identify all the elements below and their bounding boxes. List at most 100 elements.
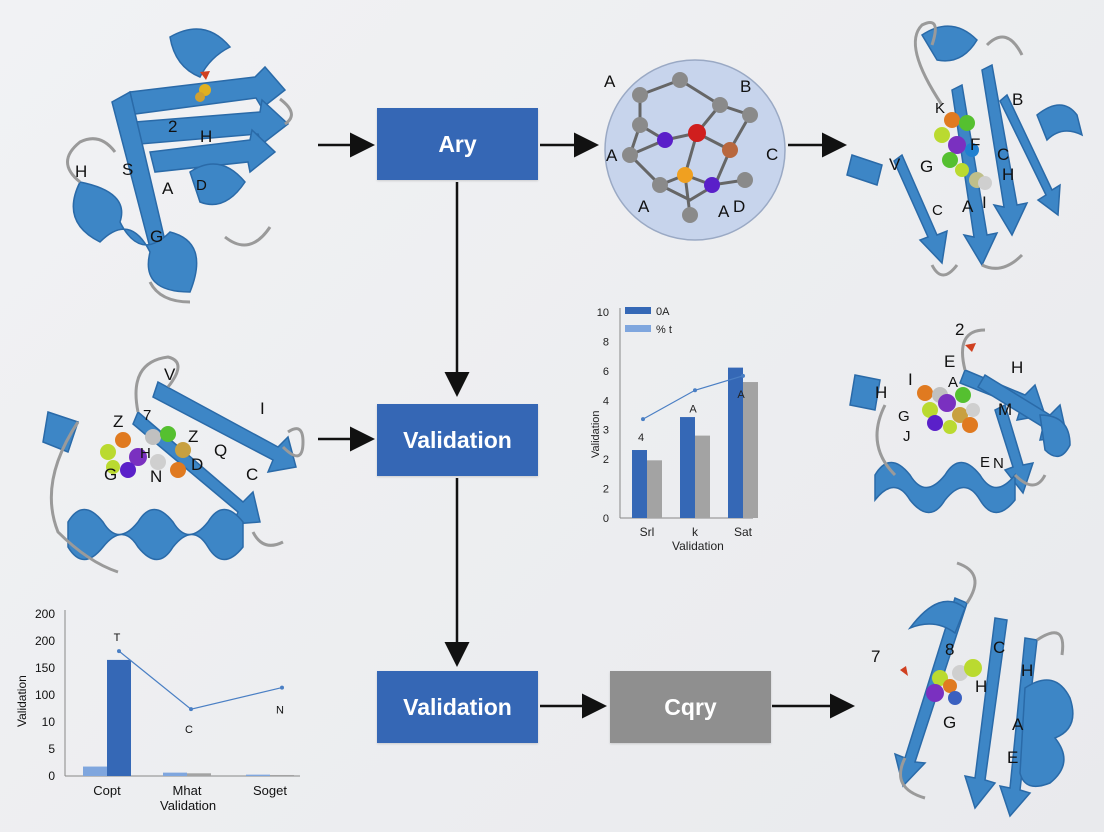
chart2-line [118,650,283,710]
p1-label-2: 2 [168,117,177,136]
p5-label-7: 7 [871,647,880,666]
chart1-point [641,417,645,422]
p3-label-c: C [997,145,1009,164]
chart2-bar [83,766,107,776]
p1-label-g: G [150,227,163,246]
p4-label-2: 2 [955,320,964,339]
bar-chart-bottom-left: Validation Validation 0510100150200200Co… [15,607,300,813]
chart2-point [189,707,193,712]
p3-label-f: F [970,135,980,154]
protein-structure-5: 7 8 C H H G A E [871,561,1074,818]
chart1-point-label: A [737,389,745,401]
p2-label-v: V [164,365,176,384]
chart2-bar [270,774,294,776]
chart1-point-label: A [689,403,697,415]
p3-label-c2: C [932,202,943,219]
p1-label-d: D [196,177,207,194]
p2-label-z: Z [113,412,123,431]
p4-label-e2: E [980,454,990,471]
chart1-bar [695,435,710,518]
chart1-ytick: 8 [603,336,609,348]
chart2-ytick: 200 [35,634,55,648]
p3-label-k: K [935,100,945,117]
chart2-ytick: 5 [48,742,55,756]
chart1-ylabel: Validation [590,411,602,459]
mol-label-a4: A [718,202,730,221]
mol-label-d: D [733,197,745,216]
chart2-xtick: Soget [253,783,287,798]
p4-label-h: H [1011,358,1023,377]
chart1-xlabel: Validation [672,539,724,553]
chart1-bar [680,417,695,518]
chart2-ytick: 0 [48,769,55,783]
chart2-bar [107,659,131,776]
bar-chart-middle: 0A % t Validation Validation 022346810Sr… [590,306,758,553]
mol-label-a3: A [638,197,650,216]
chart1-legend-1: 0A [656,306,670,318]
chart1-ytick: 3 [603,425,609,437]
p3-label-a: A [962,197,974,216]
p5-label-h2: H [975,677,987,696]
chart2-ytick: 10 [42,715,56,729]
chart1-legend-swatch-1 [625,307,651,314]
p2-label-h: H [140,445,151,462]
chart1-point [693,388,697,393]
chart2-bar [187,773,211,776]
chart1-legend-swatch-2 [625,325,651,332]
p4-label-a: A [948,374,958,391]
chart1-bar [647,460,662,518]
molecule-structure: A B A C A A D [604,59,786,241]
p4-label-j: J [903,428,911,445]
chart1-ytick: 0 [603,513,609,525]
chart2-point-label: N [276,705,284,717]
p2-label-z2: Z [188,427,198,446]
p3-label-i: I [982,193,987,212]
p5-label-a: A [1012,715,1024,734]
chart1-ytick: 6 [603,366,609,378]
p4-label-g: G [898,408,910,425]
p1-label-a: A [162,179,174,198]
p3-label-g: G [920,157,933,176]
process-box-validation-2[interactable]: Validation [377,671,538,743]
chart2-xlabel: Validation [160,798,216,813]
protein-structure-1: H S 2 H A D G [66,28,293,304]
p2-label-q: Q [214,441,227,460]
chart1-bar [728,367,743,518]
p2-label-n: N [150,467,162,486]
p5-label-h: H [1021,661,1033,680]
chart1-point-label: 4 [638,432,644,444]
chart2-bar [246,774,270,776]
chart1-bar [743,382,758,518]
mol-label-c: C [766,145,778,164]
p1-label-h2: H [200,127,212,146]
chart2-bar [163,772,187,776]
chart2-ytick: 150 [35,661,55,675]
p3-label-v: V [889,155,901,174]
p2-label-c: C [246,465,258,484]
process-box-ary[interactable]: Ary [377,108,538,180]
mol-label-b: B [740,77,751,96]
p2-label-d: D [191,455,203,474]
p4-label-e: E [944,352,955,371]
mol-label-a2: A [606,146,618,165]
protein-structure-4: 2 E H I A H G M J E N [849,320,1071,514]
process-box-validation-1[interactable]: Validation [377,404,538,476]
protein-structure-3: K B V G F C H A I C [846,21,1084,277]
protein-structure-2: V I Z 7 Z Q G H N D C [42,355,305,574]
chart1-ytick: 2 [603,484,609,496]
p3-label-b: B [1012,90,1023,109]
p4-label-m: M [998,400,1012,419]
p2-label-i: I [260,399,265,418]
chart1-xtick: Srl [640,525,655,539]
chart1-xtick: k [692,525,699,539]
p3-label-h: H [1002,165,1014,184]
chart1-xtick: Sat [734,525,753,539]
p5-label-e: E [1007,748,1018,767]
p2-label-g: G [104,465,117,484]
chart2-xtick: Copt [93,783,121,798]
process-box-cqry[interactable]: Cqry [610,671,771,743]
chart2-point-label: C [185,724,193,736]
chart1-bar [632,450,647,518]
chart2-point [117,649,121,654]
